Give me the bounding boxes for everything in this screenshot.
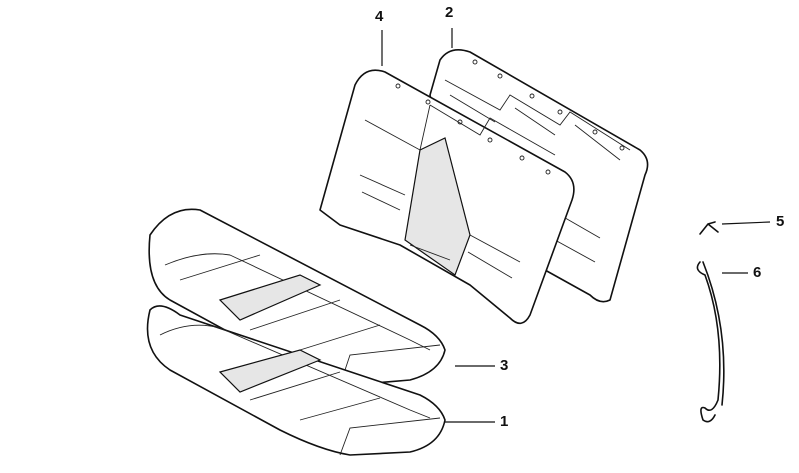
callout-1[interactable]: 1 [500,413,509,430]
callout-2[interactable]: 2 [445,4,454,21]
wire-bracket[interactable] [696,261,725,423]
seat-cushion-upper[interactable] [148,208,446,386]
callout-3[interactable]: 3 [500,357,509,374]
callout-4[interactable]: 4 [375,8,384,25]
clip[interactable] [699,221,719,235]
seat-cushion-lower[interactable] [146,305,446,456]
callout-6[interactable]: 6 [753,264,762,281]
leader-line-5 [721,221,771,225]
backrest-front[interactable] [319,69,575,325]
callout-5[interactable]: 5 [776,213,785,230]
